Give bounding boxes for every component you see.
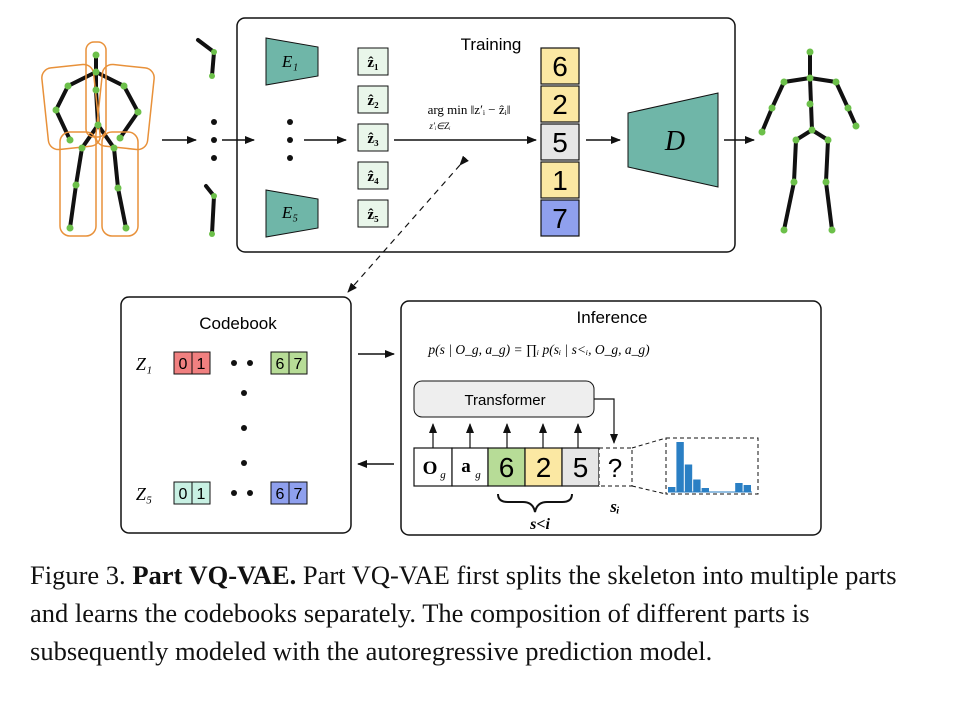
codebook-z5-left-value: 0	[179, 486, 188, 503]
code-token-value: 2	[552, 89, 568, 120]
codebook-z1-right-value: 7	[294, 356, 303, 373]
codebook-z5-left-cell	[191, 481, 211, 505]
codebook-title: Codebook	[199, 314, 277, 333]
token-ag: a	[461, 456, 471, 477]
histogram-zoom-lines	[631, 437, 759, 495]
code-token-cell	[540, 199, 580, 237]
argmin-subscript: z′ᵢ∈Zᵢ	[428, 121, 451, 131]
histogram-bar	[743, 485, 751, 492]
codebook-z5-right-value: 7	[294, 486, 303, 503]
inference-token-cell	[487, 447, 526, 487]
left-arm-part-outline	[41, 63, 101, 151]
inference-panel	[400, 300, 822, 536]
histogram-bar	[701, 488, 709, 492]
training-title: Training	[461, 35, 522, 54]
left-leg-part-outline	[59, 131, 97, 237]
codebook-row5-label: Z₅	[136, 484, 152, 504]
figure-caption: Figure 3. Part VQ-VAE. Part VQ-VAE first…	[30, 556, 930, 670]
encoder-ellipsis	[287, 119, 293, 161]
inference-formula: p(s | O_g, a_g) = ∏ᵢ p(sᵢ | s<ᵢ, O_g, a_…	[427, 342, 650, 357]
codebook-z5-right-value: 6	[276, 486, 285, 503]
code-token-value: 7	[552, 203, 568, 234]
encoder-5-shape	[265, 189, 319, 238]
inference-token-value: 2	[536, 452, 552, 483]
token-og-subscript: g	[440, 469, 446, 481]
transformer-label: Transformer	[464, 392, 545, 409]
transformer-output-arrow	[594, 398, 618, 444]
latent-z2: ẑ₂	[367, 93, 379, 109]
code-token-cell	[540, 85, 580, 123]
codebook-z1-left-cell	[191, 351, 211, 375]
argmin-expression: arg min ‖z′ᵢ − ẑᵢ‖	[428, 102, 511, 117]
codebook-z1-right-value: 6	[276, 356, 285, 373]
right-leg-part-outline	[101, 131, 139, 237]
code-token-value: 1	[552, 165, 568, 196]
code-token-value: 6	[552, 51, 568, 82]
training-panel	[236, 17, 736, 253]
query-token-cell	[598, 447, 633, 487]
transformer-input-arrows	[429, 423, 582, 448]
part-outlines	[41, 41, 155, 237]
decoder-label: D	[664, 126, 685, 157]
encoder-1-shape	[265, 37, 319, 86]
caption-text: Part VQ-VAE first splits the skeleton in…	[30, 560, 897, 666]
inference-token-value: 6	[499, 452, 515, 483]
code-token-cell	[540, 47, 580, 85]
part-ellipsis	[211, 119, 217, 161]
codebook-z1-left-value: 1	[197, 356, 206, 373]
codebook-z5-right-cell	[288, 481, 308, 505]
codebook-z1-left-value: 0	[179, 356, 188, 373]
codebook-panel	[120, 296, 352, 534]
inference-token-cell	[524, 447, 563, 487]
s-less-than-i-label: s<i	[529, 516, 550, 533]
code-token-stack: 6 2 5 1 7	[540, 47, 580, 237]
si-label: sᵢ	[609, 497, 620, 516]
codebook-z1-right-cell	[288, 351, 308, 375]
query-token: ?	[608, 453, 622, 483]
codebook-ellipsis	[231, 360, 253, 496]
latent-z3: ẑ₃	[367, 131, 379, 147]
split-parts	[196, 38, 217, 236]
histogram-bar	[693, 479, 701, 492]
input-joints	[52, 51, 142, 232]
code-token-cell	[540, 123, 580, 161]
token-og: O	[423, 458, 438, 479]
latent-z5: ẑ₅	[367, 207, 379, 223]
code-token-value: 5	[552, 127, 568, 158]
encoder-1-label: E₁	[281, 52, 298, 71]
part-vq-vae-diagram: Training E₁ E₅ ẑ₁ ẑ₂ ẑ₃ ẑ₄ ẑ₅ arg min ‖z…	[41, 17, 860, 536]
inference-token-value: 5	[573, 452, 589, 483]
caption-label: Figure 3.	[30, 560, 126, 590]
output-joints	[758, 48, 860, 234]
right-arm-part-outline	[95, 63, 155, 151]
latent-z1: ẑ₁	[367, 55, 378, 71]
probability-histogram	[668, 442, 752, 493]
token-ag-subscript: g	[475, 469, 481, 481]
histogram-bar	[676, 442, 684, 492]
decoder-shape	[627, 92, 719, 188]
token-ag-cell	[451, 447, 489, 487]
histogram-bar	[684, 464, 693, 492]
s-less-than-i-brace	[497, 493, 573, 513]
histogram-bar	[668, 487, 676, 492]
codebook-row1-label: Z₁	[136, 354, 152, 374]
histogram-bar	[735, 483, 743, 492]
caption-bold-title: Part VQ-VAE.	[132, 560, 297, 590]
inference-title: Inference	[577, 308, 648, 327]
codebook-z5-left-value: 1	[197, 486, 206, 503]
latent-z4: ẑ₄	[367, 169, 379, 185]
encoder-5-label: E₅	[281, 203, 298, 222]
code-token-cell	[540, 161, 580, 199]
inference-token-cell	[561, 447, 600, 487]
